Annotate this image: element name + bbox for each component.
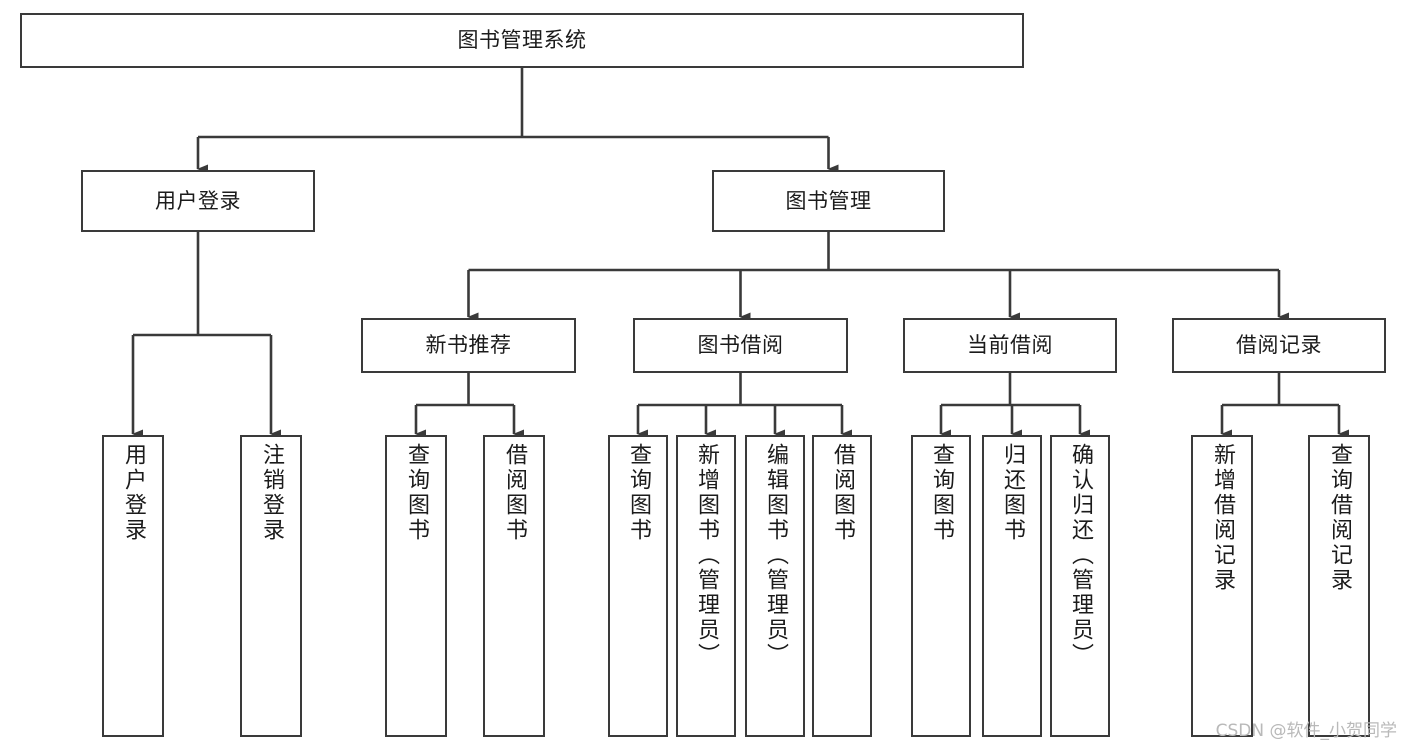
leaf-add-book-admin[interactable]: 新增图书（管理员） [676, 435, 736, 737]
leaf-add-borrow-record[interactable]: 新增借阅记录 [1191, 435, 1253, 737]
node-borrow-record-label: 借阅记录 [1236, 333, 1322, 358]
leaf-borrow-book-label: 借阅图书 [830, 443, 855, 543]
leaf-query-book-current-label: 查询图书 [929, 443, 954, 543]
node-new-book-recommend[interactable]: 新书推荐 [361, 318, 576, 373]
node-borrow-record[interactable]: 借阅记录 [1172, 318, 1386, 373]
leaf-query-book-recommend[interactable]: 查询图书 [385, 435, 447, 737]
node-root[interactable]: 图书管理系统 [20, 13, 1024, 68]
leaf-edit-book-admin-label: 编辑图书（管理员） [763, 443, 788, 668]
leaf-query-borrow-record-label: 查询借阅记录 [1327, 443, 1352, 593]
node-new-book-recommend-label: 新书推荐 [425, 333, 512, 358]
node-user-login-label: 用户登录 [155, 188, 241, 213]
leaf-query-book-recommend-label: 查询图书 [404, 443, 429, 543]
leaf-confirm-return-admin-label: 确认归还（管理员） [1068, 443, 1093, 668]
leaf-return-book[interactable]: 归还图书 [982, 435, 1042, 737]
node-current-borrow[interactable]: 当前借阅 [903, 318, 1117, 373]
node-book-management-label: 图书管理 [785, 188, 872, 213]
leaf-edit-book-admin[interactable]: 编辑图书（管理员） [745, 435, 805, 737]
leaf-confirm-return-admin[interactable]: 确认归还（管理员） [1050, 435, 1110, 737]
leaf-user-login-label: 用户登录 [121, 443, 146, 543]
leaf-logout[interactable]: 注销登录 [240, 435, 302, 737]
watermark: CSDN @软件_小贺同学 [1215, 721, 1397, 741]
node-book-borrow-label: 图书借阅 [697, 333, 784, 358]
leaf-query-book-borrow-label: 查询图书 [626, 443, 651, 543]
leaf-return-book-label: 归还图书 [1000, 443, 1025, 543]
leaf-query-borrow-record[interactable]: 查询借阅记录 [1308, 435, 1370, 737]
node-current-borrow-label: 当前借阅 [967, 333, 1053, 358]
leaf-user-login[interactable]: 用户登录 [102, 435, 164, 737]
leaf-add-borrow-record-label: 新增借阅记录 [1210, 443, 1235, 593]
leaf-borrow-book-recommend[interactable]: 借阅图书 [483, 435, 545, 737]
leaf-query-book-borrow[interactable]: 查询图书 [608, 435, 668, 737]
node-root-label: 图书管理系统 [457, 28, 587, 53]
leaf-logout-label: 注销登录 [259, 443, 284, 543]
leaf-borrow-book[interactable]: 借阅图书 [812, 435, 872, 737]
leaf-borrow-book-recommend-label: 借阅图书 [502, 443, 527, 543]
leaf-query-book-current[interactable]: 查询图书 [911, 435, 971, 737]
node-user-login[interactable]: 用户登录 [81, 170, 315, 232]
node-book-borrow[interactable]: 图书借阅 [633, 318, 848, 373]
leaf-add-book-admin-label: 新增图书（管理员） [694, 443, 719, 668]
node-book-management[interactable]: 图书管理 [712, 170, 945, 232]
